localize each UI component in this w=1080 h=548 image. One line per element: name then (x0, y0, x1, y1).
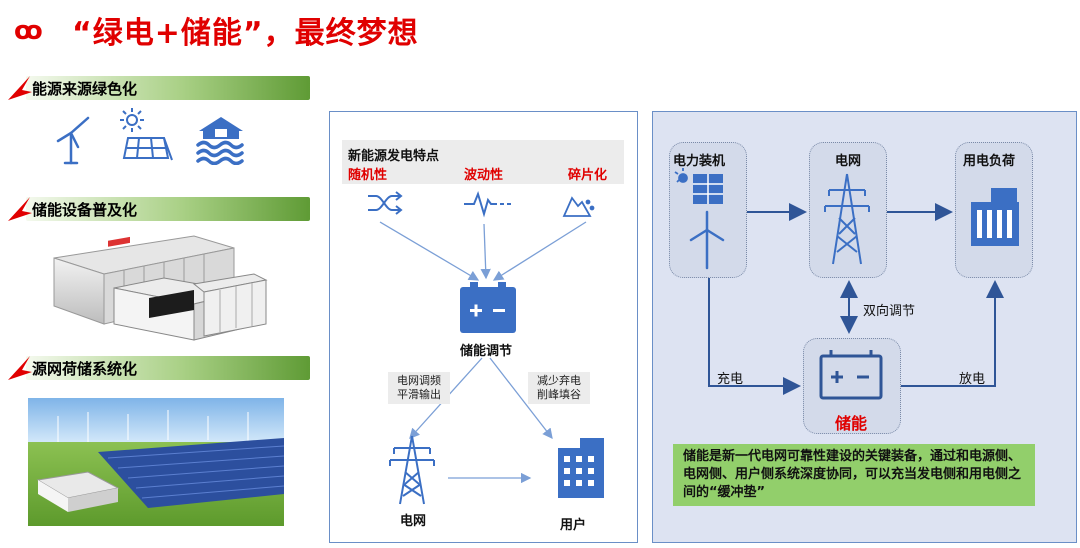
solar-wind-icon (674, 168, 688, 183)
grid-label: 电网 (835, 154, 862, 169)
building-icon (971, 188, 1019, 246)
load-label: 用电负荷 (963, 154, 1016, 169)
note-line: 平滑输出 (397, 388, 441, 401)
grid-frequency-note: 电网调频 平滑输出 (388, 372, 450, 404)
feature-randomness: 随机性 (348, 168, 388, 183)
storage-label: 储能 (835, 414, 868, 433)
transmission-tower-icon (389, 435, 435, 505)
charge-label: 充电 (717, 372, 744, 387)
section-label: 能源来源绿色化 (32, 80, 138, 98)
red-arrow-icon (8, 356, 32, 380)
discharge-label: 放电 (959, 372, 986, 387)
features-heading: 新能源发电特点 (348, 149, 440, 164)
source-grid-load-storage-panel: 电力装机 电网 用电负荷 (652, 111, 1077, 543)
features-box (342, 140, 624, 184)
feature-fragmentation: 碎片化 (568, 168, 608, 183)
user-label: 用户 (560, 518, 587, 533)
solar-farm-landscape-image (28, 398, 284, 526)
right-panel-graphics (674, 168, 1019, 400)
section-bar-green-energy: 能源来源绿色化 (8, 76, 310, 100)
battery-icon (819, 350, 883, 400)
hydro-power-icon (196, 117, 244, 165)
pulse-icon (464, 190, 511, 218)
section-label: 源网荷储系统化 (32, 360, 138, 378)
power-installation-label: 电力装机 (673, 154, 726, 169)
building-icon (558, 438, 604, 498)
page-title: “绿电+储能”，最终梦想 (72, 16, 419, 51)
red-arrow-icon (8, 76, 32, 100)
fragments-icon (562, 196, 595, 217)
note-line: 削峰填谷 (537, 388, 581, 401)
section-bar-system-integration: 源网荷储系统化 (8, 356, 310, 380)
solar-panel-icon (120, 108, 173, 161)
title-bullet-icon: ꝏ (14, 16, 43, 46)
battery-icon (460, 282, 516, 333)
transmission-tower-icon (824, 173, 870, 265)
peak-shaving-note: 减少弃电 削峰填谷 (528, 372, 590, 404)
section-bar-storage-equipment: 储能设备普及化 (8, 197, 310, 221)
shuffle-icon (368, 191, 403, 215)
note-line: 减少弃电 (537, 374, 581, 387)
feature-volatility: 波动性 (464, 168, 504, 183)
note-line: 电网调频 (397, 374, 441, 387)
storage-equipment-image (53, 235, 268, 341)
renewable-characteristics-panel: 新能源发电特点 随机性 波动性 碎片化 (329, 111, 638, 543)
storage-description-note: 储能是新一代电网可靠性建设的关键装备，通过和电源侧、电网侧、用户侧系统深度协同，… (673, 444, 1035, 506)
grid-box (809, 142, 887, 278)
wind-turbine-icon (56, 116, 90, 165)
grid-label: 电网 (400, 514, 427, 529)
section-label: 储能设备普及化 (32, 201, 138, 219)
red-arrow-icon (8, 197, 32, 221)
left-panel-graphics (368, 190, 604, 505)
storage-regulation-label: 储能调节 (460, 344, 513, 359)
wind-turbine-icon (689, 210, 725, 270)
storage-box (803, 338, 901, 434)
bidirectional-label: 双向调节 (863, 304, 916, 319)
